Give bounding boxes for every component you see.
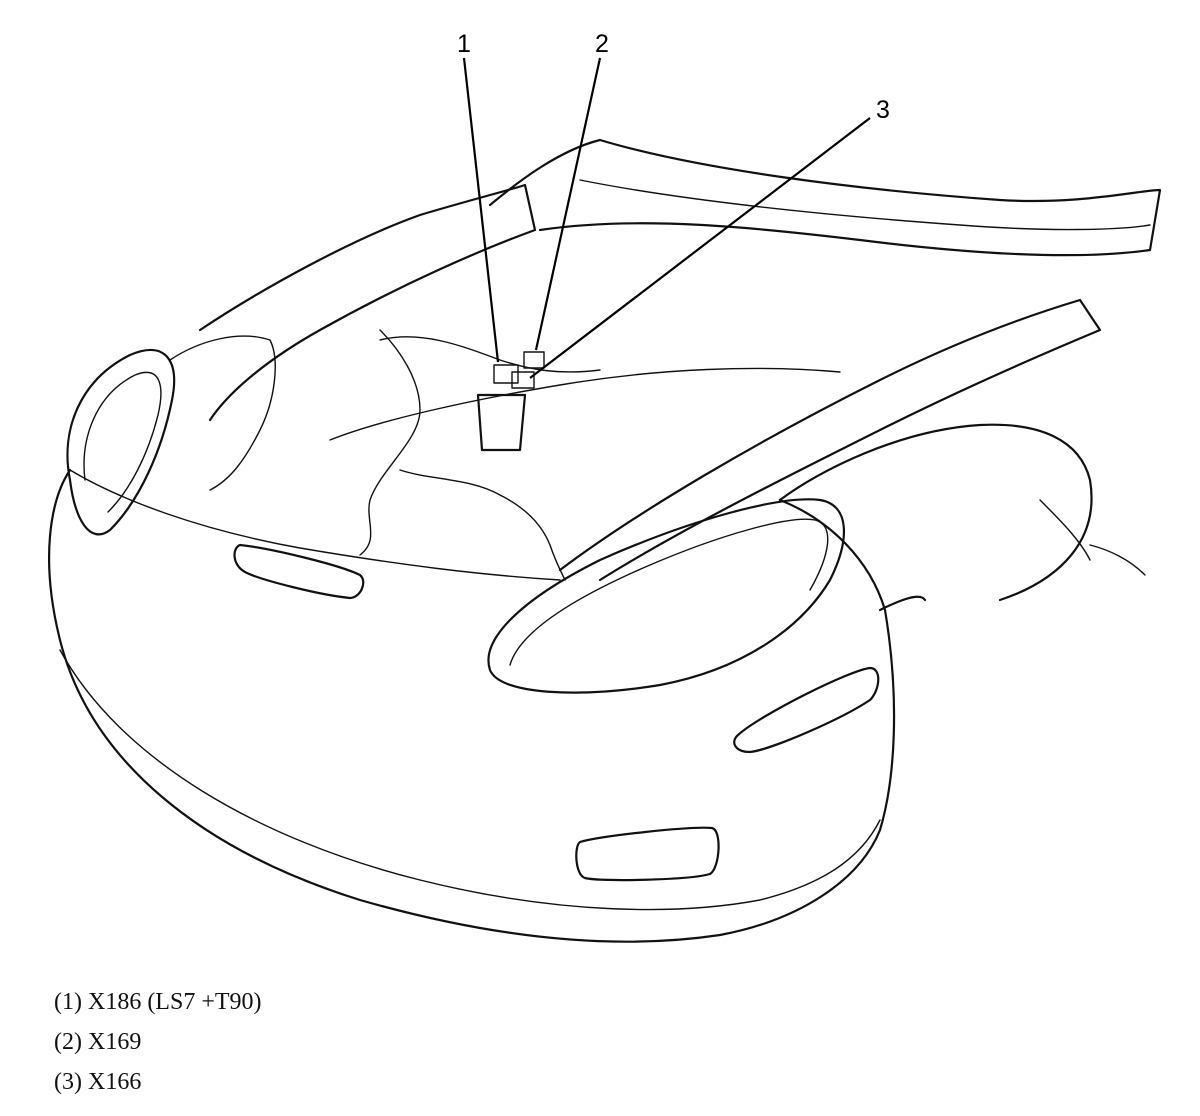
vehicle-front-diagram: 1 2 3 — [48, 30, 1162, 943]
bracket — [476, 393, 527, 452]
legend-item-1: (1) X186 (LS7 +T90) — [54, 989, 262, 1015]
connector-x186 — [493, 364, 519, 384]
connector-x169 — [523, 351, 545, 369]
legend-item-2: (2) X169 — [54, 1029, 142, 1055]
left-headlamp-inner — [83, 371, 162, 513]
connector-x166 — [511, 371, 535, 389]
diagram-canvas: 1 2 3 — [48, 30, 1162, 943]
harness-branch — [379, 336, 601, 373]
legend-item-3: (3) X166 — [54, 1069, 142, 1095]
fascia-lower-edge — [59, 649, 881, 911]
cowl-inner — [579, 179, 1151, 231]
left-frame-rail — [198, 183, 537, 422]
front-fascia-outline — [48, 468, 896, 943]
fog-lamp — [575, 826, 720, 882]
leader-line-1 — [462, 57, 500, 363]
right-frame-rail — [558, 298, 1102, 582]
right-fender — [778, 423, 1093, 612]
left-fascia-vent — [233, 543, 365, 600]
callout-legend: (1) X186 (LS7 +T90) (2) X169 (3) X166 — [54, 982, 262, 1102]
leader-line-3 — [529, 117, 871, 379]
left-inner-fender — [169, 335, 276, 491]
left-headlamp — [66, 349, 176, 536]
callout-1: 1 — [457, 30, 471, 58]
side-marker-right — [733, 666, 880, 754]
wiring-harness — [359, 329, 566, 581]
right-headlamp — [487, 498, 846, 694]
leader-line-2 — [534, 57, 602, 351]
right-headlamp-inner — [509, 518, 829, 666]
callout-2: 2 — [595, 30, 609, 58]
engine-bay-floor — [329, 367, 841, 441]
fender-harness — [1039, 499, 1146, 576]
fascia-hood-line — [69, 469, 561, 581]
cowl-panel — [488, 138, 1162, 257]
callout-3: 3 — [876, 96, 890, 124]
